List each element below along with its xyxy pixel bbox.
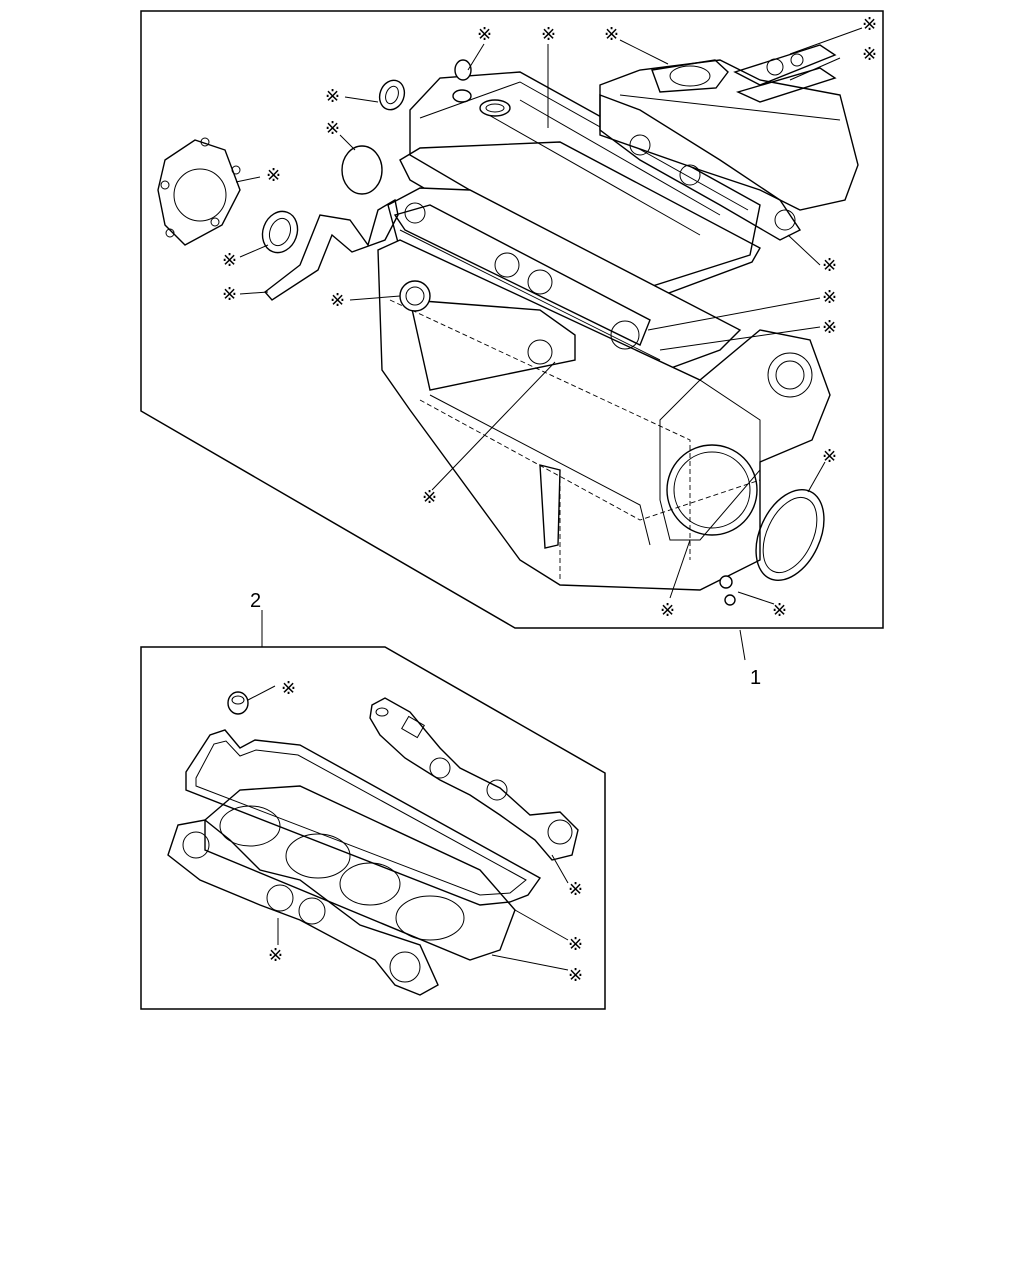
head-gasket-set-illustration xyxy=(167,691,579,996)
callout-symbol: ※ xyxy=(822,255,837,276)
panel-2-head-gasket-set: 2 xyxy=(140,590,606,1010)
callout-symbol: ※ xyxy=(660,600,675,621)
engine-block-illustration xyxy=(157,44,859,606)
panel-1-leader-lines xyxy=(235,27,863,661)
callout-symbol: ※ xyxy=(862,14,877,35)
callout-symbol: ※ xyxy=(266,165,281,186)
callout-symbol: ※ xyxy=(604,24,619,45)
callout-symbol: ※ xyxy=(568,965,583,986)
callout-symbol: ※ xyxy=(281,678,296,699)
panel-2-leader-lines xyxy=(247,685,569,971)
callout-symbol: ※ xyxy=(330,290,345,311)
callout-symbol: ※ xyxy=(222,250,237,271)
callout-symbol: ※ xyxy=(541,24,556,45)
callout-symbol: ※ xyxy=(772,600,787,621)
callout-symbol: ※ xyxy=(477,24,492,45)
panel-2-callouts: ※ ※ ※ ※ ※ xyxy=(268,678,583,986)
callout-symbol: ※ xyxy=(822,446,837,467)
callout-symbol: ※ xyxy=(568,934,583,955)
panel-1-callouts: ※ ※ ※ ※ ※ ※ ※ ※ ※ ※ ※ ※ ※ ※ ※ ※ ※ ※ xyxy=(222,14,877,621)
callout-symbol: ※ xyxy=(325,118,340,139)
callout-symbol: ※ xyxy=(822,317,837,338)
callout-symbol: ※ xyxy=(422,487,437,508)
callout-symbol: ※ xyxy=(222,284,237,305)
callout-symbol: ※ xyxy=(568,879,583,900)
callout-symbol: ※ xyxy=(325,86,340,107)
panel-1-frame xyxy=(140,10,884,629)
kit-number-label: 1 xyxy=(750,667,761,689)
panel-1-full-gasket-set: ※ ※ ※ ※ ※ ※ ※ ※ ※ ※ ※ ※ ※ ※ ※ ※ ※ ※ 1 xyxy=(140,10,884,689)
callout-symbol: ※ xyxy=(822,287,837,308)
callout-symbol: ※ xyxy=(268,945,283,966)
panel-2-frame xyxy=(140,646,606,1010)
callout-symbol: ※ xyxy=(862,44,877,65)
kit-number-label: 2 xyxy=(250,590,261,612)
